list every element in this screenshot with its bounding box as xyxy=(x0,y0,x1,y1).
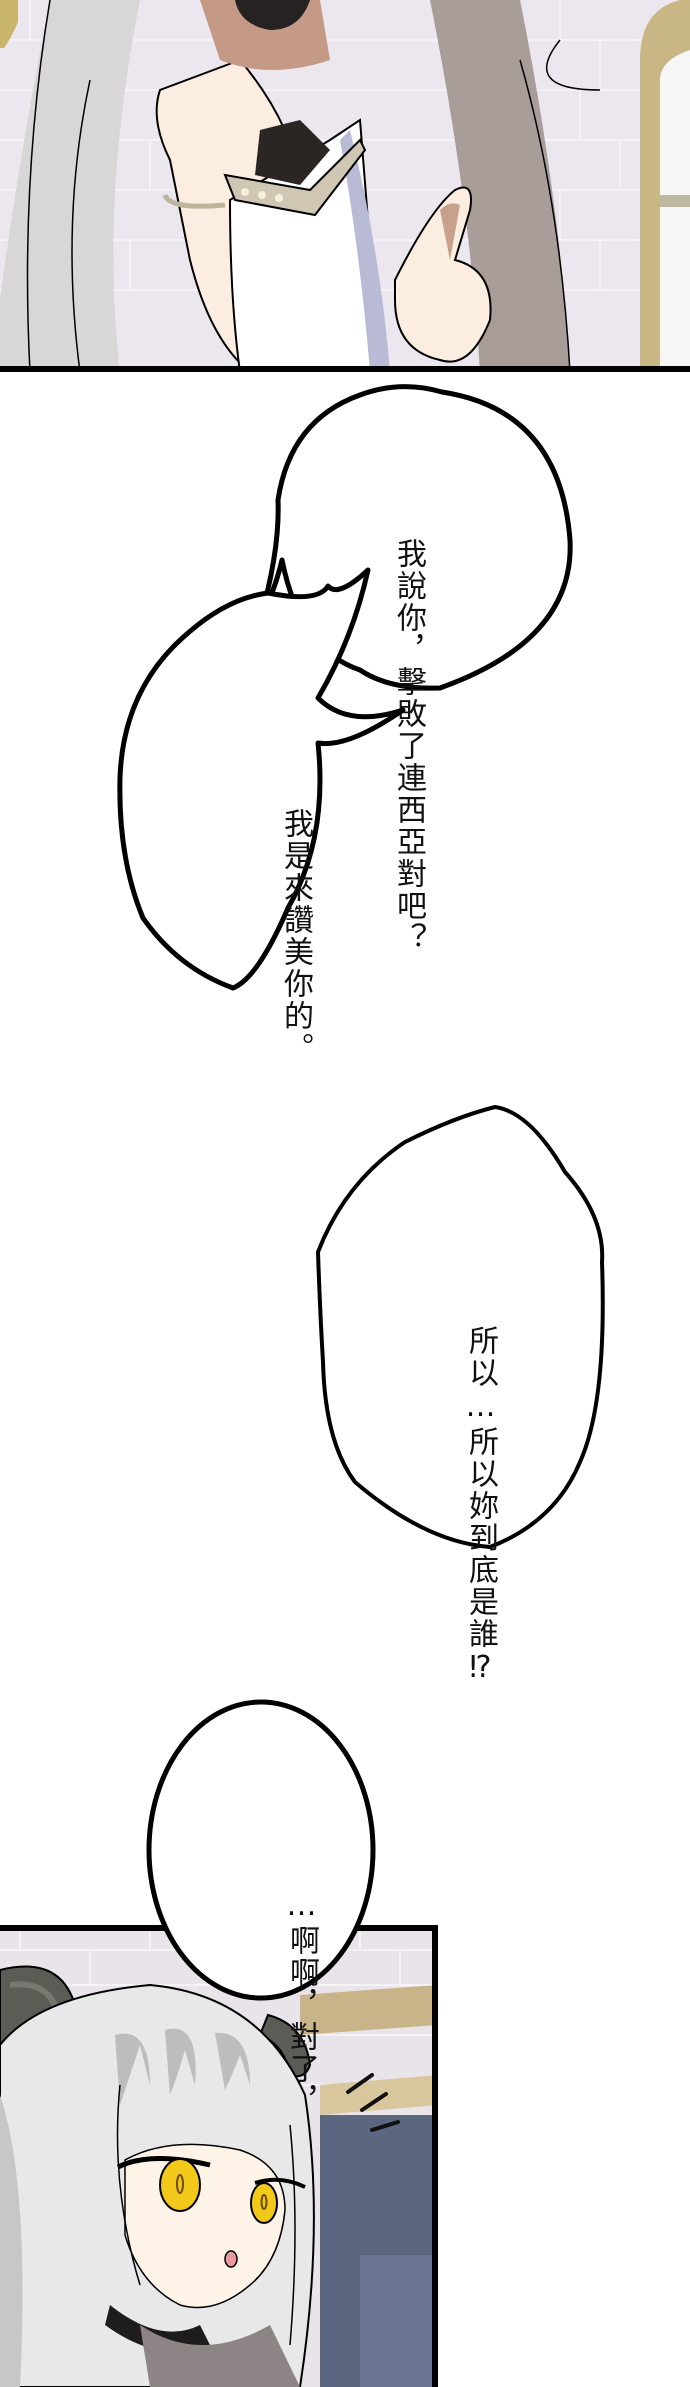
panel-bottom-border-right xyxy=(432,1925,438,2387)
panel-bottom xyxy=(0,1925,438,2387)
speech-bubble-3-text: 所以…所以妳到底是誰⁉ xyxy=(420,1177,540,1687)
bubble-2-line-1: 我是來讚美你的。 xyxy=(278,808,313,1064)
bubble-4-line-1: …啊啊，對了， xyxy=(284,1888,319,2117)
panel-top-border xyxy=(0,366,690,372)
speech-bubble-2-outline xyxy=(117,567,406,991)
bubble-3-line-1: 所以… xyxy=(463,1325,498,1426)
bubble-3-line-2: 所以妳到底是誰⁉ xyxy=(463,1426,498,1687)
bubble-1-line-3: 對吧？ xyxy=(391,858,426,954)
mouth xyxy=(224,2250,238,2268)
speech-bubble-2: 我是來讚美你的。 xyxy=(117,567,418,1064)
surprise-lines-sfx xyxy=(346,2073,400,2132)
speech-bubble-4: …啊啊，對了， xyxy=(146,1699,376,2117)
speech-bubble-3-outline xyxy=(316,1105,605,1549)
panel-top xyxy=(0,0,690,372)
panel-top-art xyxy=(0,0,690,372)
bubble-1-line-1: 我說你， xyxy=(391,538,426,666)
panel-bottom-art xyxy=(0,1925,438,2387)
left-eye xyxy=(159,2158,201,2212)
speech-bubble-3: 所以…所以妳到底是誰⁉ xyxy=(315,1102,615,1687)
speech-bubble-1-text: 我說你，擊敗了連西亞對吧？ xyxy=(348,390,468,954)
bubble-1-line-2: 擊敗了連西亞 xyxy=(391,666,426,858)
speech-bubble-4-outline xyxy=(146,1699,376,2001)
speech-bubble-2-text: 我是來讚美你的。 xyxy=(235,660,355,1064)
speech-bubble-4-text: …啊啊，對了， xyxy=(241,1740,361,2117)
